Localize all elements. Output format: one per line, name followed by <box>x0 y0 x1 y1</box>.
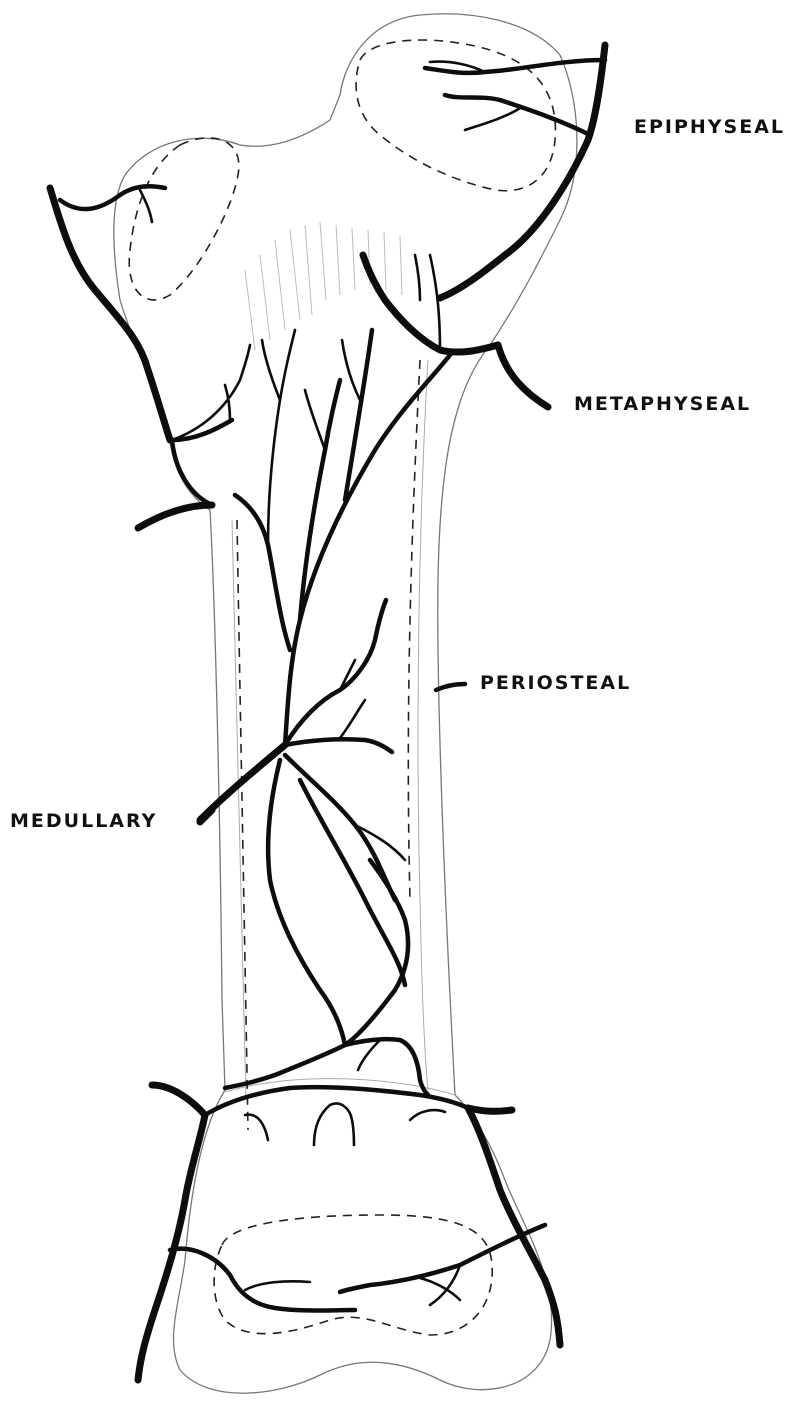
bone-outline <box>114 14 577 1393</box>
medullary-leader <box>200 810 212 822</box>
label-periosteal: PERIOSTEAL <box>480 672 631 694</box>
periosteal-vessels <box>436 684 465 690</box>
label-medullary: MEDULLARY <box>10 810 157 832</box>
metaphyseal-vessels <box>138 255 548 528</box>
distal-vessels <box>138 1085 560 1380</box>
label-metaphyseal: METAPHYSEAL <box>574 393 751 415</box>
epiphyseal-vessels <box>50 45 605 440</box>
label-epiphyseal: EPIPHYSEAL <box>634 116 785 138</box>
medullary-vessels <box>200 330 450 1095</box>
